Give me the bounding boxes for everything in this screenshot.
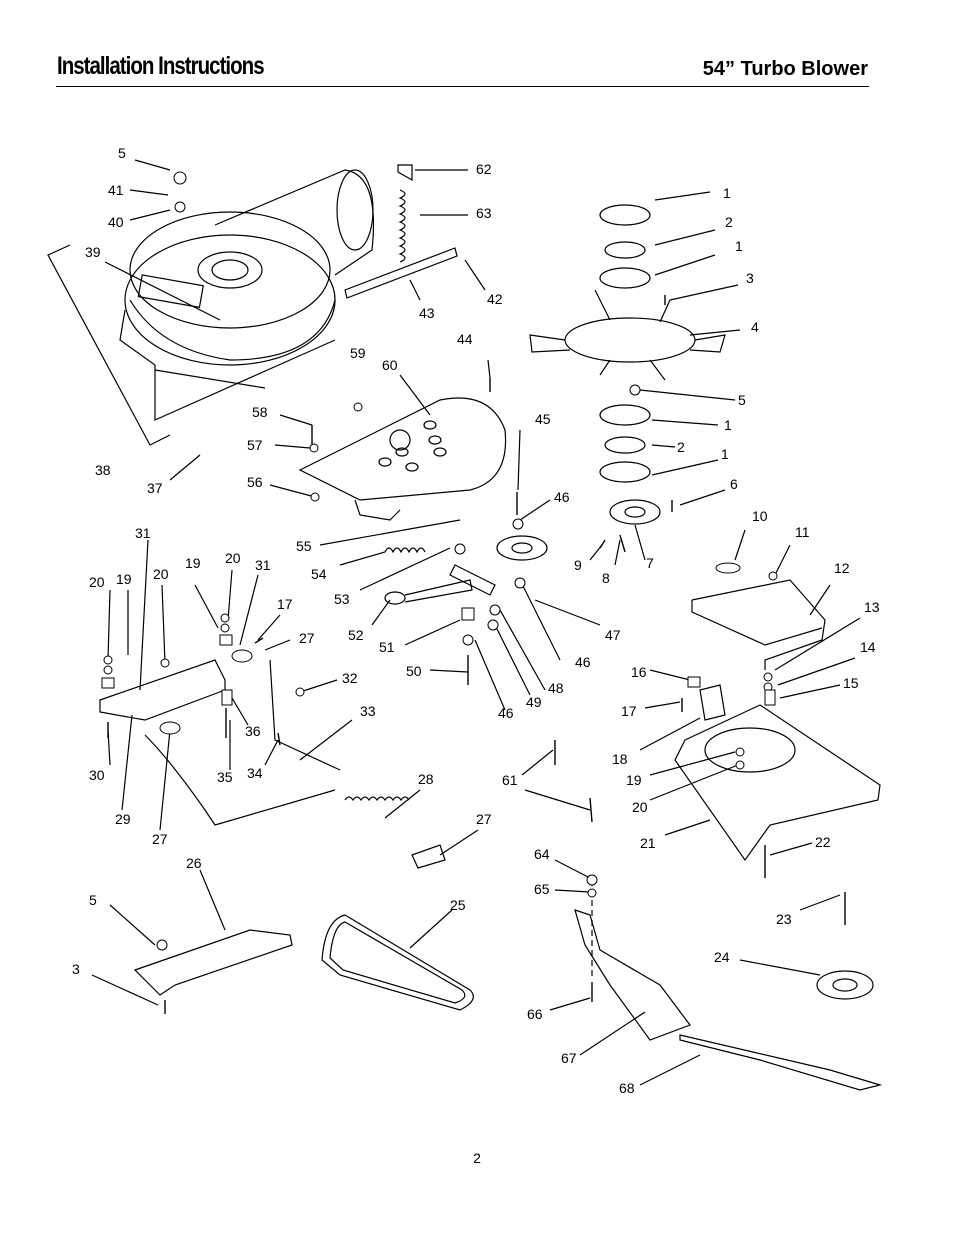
product-name: 54” Turbo Blower — [702, 58, 868, 80]
header-rule — [56, 86, 869, 87]
callout-23: 23 — [776, 911, 792, 927]
callout-41: 41 — [108, 182, 124, 198]
callout-32: 32 — [342, 670, 358, 686]
callout-48: 48 — [548, 680, 564, 696]
callout-22: 22 — [815, 834, 831, 850]
callout-2-a: 2 — [725, 214, 733, 230]
callout-62: 62 — [476, 161, 492, 177]
callout-39: 39 — [85, 244, 101, 260]
callout-67: 67 — [561, 1050, 577, 1066]
callout-1-c: 1 — [724, 417, 732, 433]
callout-12: 12 — [834, 560, 850, 576]
callout-14: 14 — [860, 639, 876, 655]
callout-labels: 5 41 40 39 38 37 62 63 43 42 44 59 60 58… — [72, 145, 880, 1096]
callout-46-b: 46 — [575, 654, 591, 670]
callout-2-b: 2 — [677, 439, 685, 455]
callout-55: 55 — [296, 538, 312, 554]
callout-53: 53 — [334, 591, 350, 607]
callout-38: 38 — [95, 462, 111, 478]
callout-56: 56 — [247, 474, 263, 490]
callout-57: 57 — [247, 437, 263, 453]
callout-46-a: 46 — [554, 489, 570, 505]
callout-19-a: 19 — [116, 571, 132, 587]
callout-27-a: 27 — [299, 630, 315, 646]
callout-60: 60 — [382, 357, 398, 373]
callout-6: 6 — [730, 476, 738, 492]
callout-50: 50 — [406, 663, 422, 679]
callout-66: 66 — [527, 1006, 543, 1022]
bracket-38-outline — [47, 244, 171, 446]
callout-30: 30 — [89, 767, 105, 783]
callout-25: 25 — [450, 897, 466, 913]
callout-45: 45 — [535, 411, 551, 427]
callout-36: 36 — [245, 723, 261, 739]
callout-43: 43 — [419, 305, 435, 321]
callout-37: 37 — [147, 480, 163, 496]
callout-9: 9 — [574, 557, 582, 573]
callout-18: 18 — [612, 751, 628, 767]
callout-34: 34 — [247, 765, 263, 781]
callout-15: 15 — [843, 675, 859, 691]
callout-21: 21 — [640, 835, 656, 851]
callout-3-bottom: 3 — [72, 961, 80, 977]
callout-17-right: 17 — [621, 703, 637, 719]
callout-31-b: 31 — [255, 557, 271, 573]
callout-8: 8 — [602, 570, 610, 586]
callout-35: 35 — [217, 769, 233, 785]
callout-42: 42 — [487, 291, 503, 307]
callout-5-right: 5 — [738, 392, 746, 408]
callout-20-a: 20 — [89, 574, 105, 590]
callout-20-c: 20 — [225, 550, 241, 566]
callout-13: 13 — [864, 599, 880, 615]
page-number: 2 — [473, 1150, 481, 1166]
callout-64: 64 — [534, 846, 550, 862]
callout-68: 68 — [619, 1080, 635, 1096]
section-title: Installation Instructions — [57, 52, 265, 80]
callout-52: 52 — [348, 627, 364, 643]
blower-housing-drawing — [119, 169, 375, 421]
callout-46-c: 46 — [498, 705, 514, 721]
callout-54: 54 — [311, 566, 327, 582]
callout-1-a: 1 — [723, 185, 731, 201]
callout-27-c: 27 — [476, 811, 492, 827]
callout-10: 10 — [752, 508, 768, 524]
callout-58: 58 — [252, 404, 268, 420]
callout-4: 4 — [751, 319, 759, 335]
callout-19-right: 19 — [626, 772, 642, 788]
callout-47: 47 — [605, 627, 621, 643]
callout-5-top: 5 — [118, 145, 126, 161]
callout-20-b: 20 — [153, 566, 169, 582]
callout-24: 24 — [714, 949, 730, 965]
callout-20-right: 20 — [632, 799, 648, 815]
callout-31-a: 31 — [135, 525, 151, 541]
callout-59: 59 — [350, 345, 366, 361]
callout-11: 11 — [795, 524, 810, 540]
callout-61: 61 — [502, 772, 518, 788]
callout-63: 63 — [476, 205, 492, 221]
callout-65: 65 — [534, 881, 550, 897]
callout-19-b: 19 — [185, 555, 201, 571]
callout-1-d: 1 — [721, 446, 729, 462]
callout-40: 40 — [108, 214, 124, 230]
callout-7: 7 — [646, 555, 654, 571]
callout-44: 44 — [457, 331, 473, 347]
callout-33: 33 — [360, 703, 376, 719]
callout-1-b: 1 — [735, 238, 743, 254]
callout-16: 16 — [631, 664, 647, 680]
callout-29: 29 — [115, 811, 131, 827]
callout-51: 51 — [379, 639, 395, 655]
callout-28: 28 — [418, 771, 434, 787]
callout-17-left: 17 — [277, 596, 293, 612]
callout-49: 49 — [526, 694, 542, 710]
callout-27-b: 27 — [152, 831, 168, 847]
callout-3-right: 3 — [746, 270, 754, 286]
callout-5-bottom: 5 — [89, 892, 97, 908]
callout-26: 26 — [186, 855, 202, 871]
